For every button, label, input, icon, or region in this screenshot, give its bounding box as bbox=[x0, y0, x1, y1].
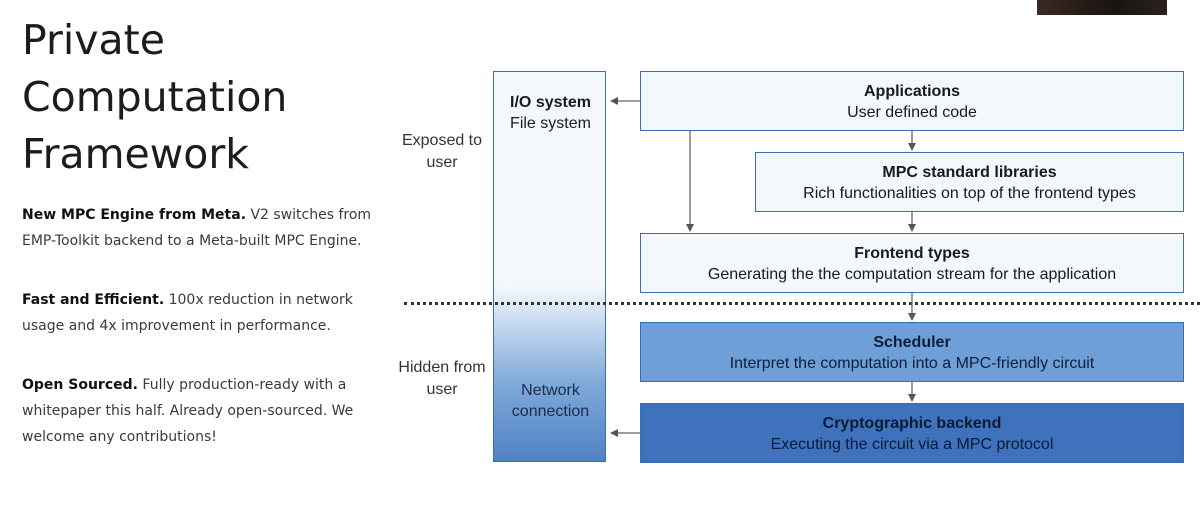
exposure-separator-line bbox=[404, 302, 1200, 305]
scheduler-box: Scheduler Interpret the computation into… bbox=[640, 322, 1184, 382]
mpc-libraries-box: MPC standard libraries Rich functionalit… bbox=[755, 152, 1184, 212]
crypto-backend-desc: Executing the circuit via a MPC protocol bbox=[770, 436, 1054, 453]
crypto-backend-box: Cryptographic backend Executing the circ… bbox=[640, 403, 1184, 463]
applications-title: Applications bbox=[863, 83, 960, 100]
crypto-backend-title: Cryptographic backend bbox=[822, 415, 1002, 432]
scheduler-title: Scheduler bbox=[873, 334, 951, 351]
paragraph-body: 100x reduction in network usage and 4x i… bbox=[22, 292, 353, 334]
io-system-header: I/O system File system bbox=[494, 92, 607, 134]
mpc-libraries-desc: Rich functionalities on top of the front… bbox=[803, 185, 1136, 202]
paragraph-heading: Open Sourced. bbox=[22, 377, 138, 393]
io-system-title: I/O system bbox=[510, 94, 591, 111]
paragraph-body: Fully production-ready with a whitepaper… bbox=[22, 377, 354, 445]
applications-box: Applications User defined code bbox=[640, 71, 1184, 131]
paragraph-new-engine: New MPC Engine from Meta. V2 switches fr… bbox=[22, 202, 372, 254]
network-connection-label: Network connection bbox=[511, 382, 590, 420]
hidden-from-user-label: Hidden from user bbox=[398, 359, 486, 398]
file-system-label: File system bbox=[510, 115, 591, 132]
paragraph-body: V2 switches from EMP-Toolkit backend to … bbox=[22, 207, 372, 249]
exposed-to-user-label: Exposed to user bbox=[401, 132, 483, 171]
paragraph-open-source: Open Sourced. Fully production-ready wit… bbox=[22, 372, 372, 450]
slide-title: Private Computation Framework bbox=[22, 16, 288, 178]
scheduler-desc: Interpret the computation into a MPC-fri… bbox=[729, 355, 1095, 372]
paragraph-heading: New MPC Engine from Meta. bbox=[22, 207, 247, 223]
frontend-types-box: Frontend types Generating the the comput… bbox=[640, 233, 1184, 293]
webcam-overlay bbox=[1037, 0, 1167, 15]
frontend-types-desc: Generating the the computation stream fo… bbox=[707, 266, 1117, 283]
paragraph-fast: Fast and Efficient. 100x reduction in ne… bbox=[22, 287, 372, 339]
io-system-column: I/O system File system Network connectio… bbox=[493, 71, 606, 462]
mpc-libraries-title: MPC standard libraries bbox=[882, 164, 1057, 181]
paragraph-heading: Fast and Efficient. bbox=[22, 292, 165, 308]
frontend-types-title: Frontend types bbox=[854, 245, 970, 262]
applications-desc: User defined code bbox=[847, 104, 977, 121]
